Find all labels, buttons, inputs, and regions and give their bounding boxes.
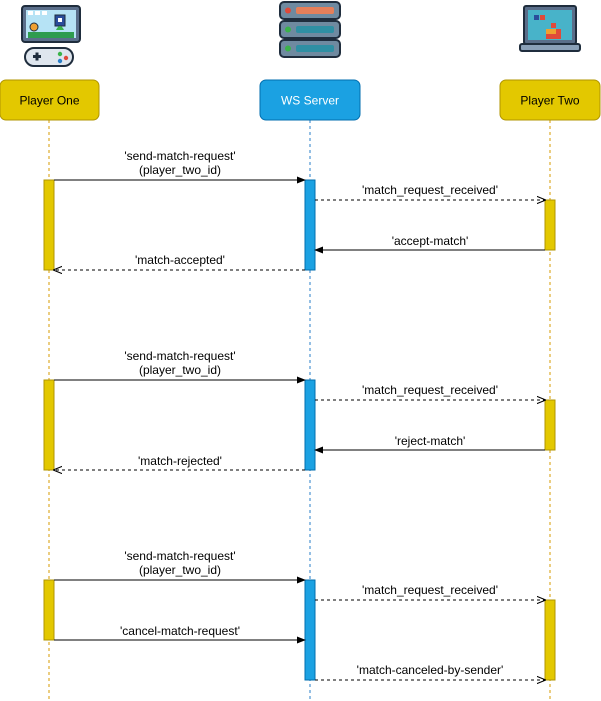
participant-label: WS Server — [281, 94, 339, 108]
message-label: 'send-match-request' — [124, 549, 235, 563]
participant-label: Player Two — [520, 94, 579, 108]
message: 'match_request_received' — [315, 583, 545, 600]
message-label: (player_two_id) — [139, 563, 221, 577]
game-console-icon — [21, 5, 81, 67]
message: 'send-match-request' (player_two_id) — [54, 349, 306, 384]
message-label: 'match_request_received' — [362, 583, 498, 597]
server-rack-icon — [279, 1, 341, 58]
participant-player-two: Player Two — [499, 79, 601, 121]
message: 'accept-match' — [314, 234, 545, 254]
activation-player-two — [544, 599, 556, 681]
message-label: 'match_request_received' — [362, 183, 498, 197]
message-label: 'match_request_received' — [362, 383, 498, 397]
activation-player-one — [43, 379, 55, 471]
message-label: 'send-match-request' — [124, 149, 235, 163]
participant-ws-server: WS Server — [259, 79, 361, 121]
activation-ws-server — [304, 579, 316, 681]
participant-label: Player One — [19, 94, 79, 108]
activation-ws-server — [304, 379, 316, 471]
activation-player-one — [43, 579, 55, 641]
message: 'send-match-request' (player_two_id) — [54, 149, 306, 184]
activation-ws-server — [304, 179, 316, 271]
message-label: 'reject-match' — [395, 434, 466, 448]
message-label: 'match-canceled-by-sender' — [357, 663, 504, 677]
message: 'match-accepted' — [54, 253, 305, 270]
message-label: (player_two_id) — [139, 163, 221, 177]
activation-player-one — [43, 179, 55, 271]
message-label: 'match-rejected' — [138, 454, 222, 468]
message-label: 'send-match-request' — [124, 349, 235, 363]
message: 'match-rejected' — [54, 454, 305, 470]
activation-player-two — [544, 199, 556, 251]
message: 'match_request_received' — [315, 183, 545, 200]
activation-player-two — [544, 399, 556, 451]
message: 'send-match-request' (player_two_id) — [54, 549, 306, 584]
message: 'match_request_received' — [315, 383, 545, 400]
message-label: 'cancel-match-request' — [120, 624, 240, 638]
message: 'match-canceled-by-sender' — [315, 663, 545, 680]
participant-player-one: Player One — [0, 79, 100, 121]
message: 'cancel-match-request' — [54, 624, 306, 644]
message-label: 'accept-match' — [392, 234, 469, 248]
message-label: 'match-accepted' — [135, 253, 225, 267]
laptop-game-icon — [519, 5, 581, 52]
message: 'reject-match' — [314, 434, 545, 454]
message-label: (player_two_id) — [139, 363, 221, 377]
